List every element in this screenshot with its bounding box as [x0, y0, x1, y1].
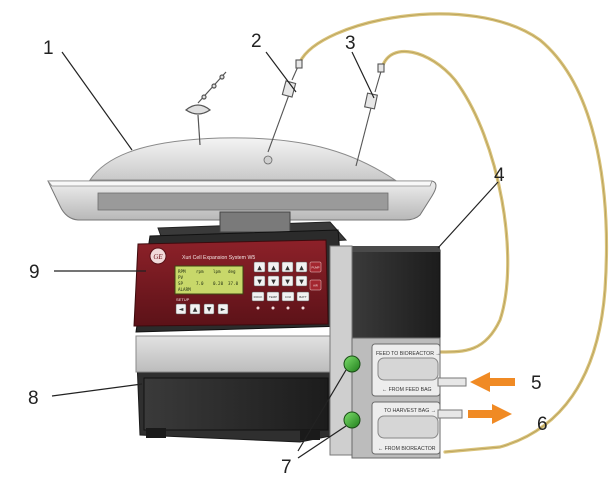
svg-text:SP: SP — [178, 281, 184, 286]
callout-numbers: 1 2 3 4 5 6 7 8 9 — [28, 31, 548, 478]
harvest-line-filter-icon — [355, 63, 385, 167]
indicator-dots — [256, 306, 305, 310]
callout-2: 2 — [251, 31, 262, 52]
rocker-tray — [47, 137, 437, 221]
feed-pump-led-icon — [343, 355, 361, 373]
lid-sensor-icon — [184, 71, 227, 146]
function-keys — [251, 291, 310, 302]
svg-text:7.0: 7.0 — [196, 281, 204, 286]
svg-text:lpm: lpm — [213, 269, 221, 274]
setup-label: SETUP — [176, 297, 190, 302]
co2-key-label: CO2 — [285, 295, 292, 299]
up-arrow-icon: ▲ — [257, 265, 262, 272]
from-feed-bag-label: ← FROM FEED BAG — [382, 387, 432, 393]
down-arrow-icon: ▼ — [285, 279, 290, 286]
harvest-pump-led-icon — [343, 411, 361, 429]
callout-3: 3 — [345, 33, 356, 54]
batt-key-label: BATT — [299, 295, 307, 299]
svg-text:RPM: RPM — [178, 269, 186, 274]
callout-8: 8 — [28, 388, 39, 409]
down-arrow-icon: ▼ — [257, 279, 262, 286]
side-keys — [309, 261, 322, 291]
up-arrow-icon: ▲ — [299, 265, 304, 272]
down-arrow-icon: ▼ — [299, 279, 304, 286]
feed-line-filter-icon — [267, 59, 303, 153]
lcd-display — [174, 265, 244, 295]
nav-left-icon: ◄ — [179, 306, 184, 313]
callout-6: 6 — [537, 414, 548, 435]
control-unit: GE Xuri Cell Expansion System W5 RPM rpm… — [133, 229, 347, 333]
panel-title: Xuri Cell Expansion System W5 — [182, 255, 255, 261]
svg-text:PV: PV — [178, 275, 184, 280]
nav-keys — [175, 303, 229, 315]
harvest-out-arrow-icon — [468, 404, 512, 424]
feed-to-bioreactor-label: FEED TO BIOREACTOR → — [376, 351, 441, 357]
to-harvest-bag-label: TO HARVEST BAG → — [384, 408, 436, 414]
down-arrow-icon: ▼ — [271, 279, 276, 286]
from-bioreactor-label: ← FROM BIOREACTOR — [378, 446, 436, 452]
pump-key-label: PUMP — [311, 266, 319, 270]
rock-key-label: ROCK — [254, 295, 263, 299]
pump-module: FEED TO BIOREACTOR → ← FROM FEED BAG TO … — [329, 245, 467, 459]
nav-right-icon: ► — [221, 306, 226, 313]
value-keypad — [253, 261, 308, 287]
callout-9: 9 — [29, 262, 40, 283]
ge-logo: GE — [153, 253, 163, 261]
feed-in-arrow-icon — [470, 372, 515, 392]
air-key-label: AIR — [313, 284, 318, 288]
temp-key-label: TEMP — [269, 295, 277, 299]
up-arrow-icon: ▲ — [271, 265, 276, 272]
up-arrow-icon: ▲ — [285, 265, 290, 272]
callout-7: 7 — [281, 457, 292, 478]
base-unit — [135, 335, 337, 443]
svg-text:rpm: rpm — [196, 269, 204, 274]
nav-down-icon: ▼ — [207, 306, 212, 313]
leader-lines — [51, 51, 499, 459]
callout-4: 4 — [494, 165, 505, 186]
svg-text:0.20: 0.20 — [213, 281, 224, 286]
callout-1: 1 — [43, 38, 54, 59]
svg-text:37.0: 37.0 — [228, 281, 239, 286]
callout-5: 5 — [531, 373, 542, 394]
svg-text:deg: deg — [228, 269, 236, 274]
svg-text:ALARM: ALARM — [178, 287, 191, 292]
nav-up-icon: ▲ — [193, 306, 198, 313]
